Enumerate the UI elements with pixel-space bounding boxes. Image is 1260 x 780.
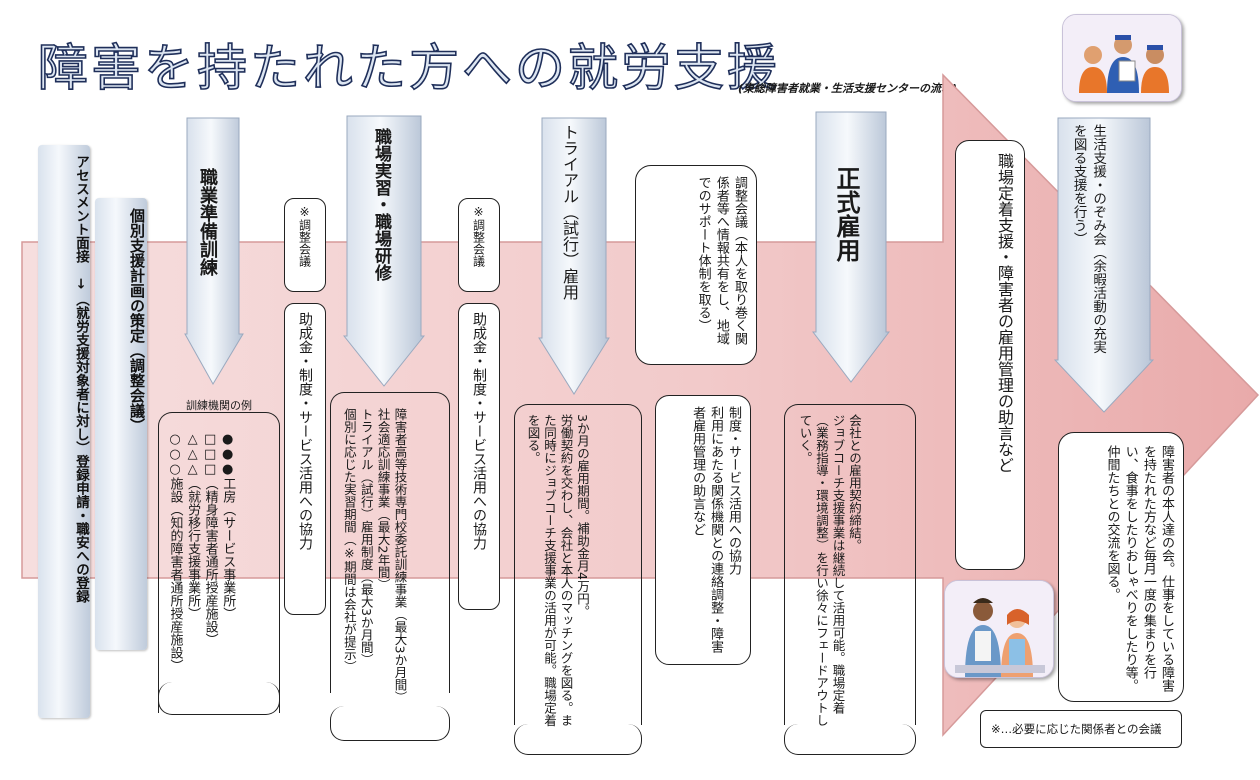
job-coach-illustration: [944, 580, 1054, 678]
internship-arrow: [343, 115, 425, 387]
internship-program-item: トライアル（試行）雇用制度（最大3か月間）: [358, 408, 374, 666]
training-example-item: ●●●工房（サービス事業所）: [220, 432, 236, 620]
nozomi-detail-text: 障害者の本人達の会。仕事をしている障害を持たれた方など毎月一度の集まりを行い、食…: [1104, 445, 1174, 692]
training-examples-bracket: [158, 412, 280, 713]
training-examples-list: ●●●工房（サービス事業所） □□□（精身障害者通所授産施設） △△△（就労移行…: [166, 432, 236, 702]
footnote-text: ※…必要に応じた関係者との会議: [991, 722, 1162, 736]
life-support-label: 生活支援・のぞみ会（余暇活動の充実を図る支援を行う）: [1070, 124, 1107, 354]
page-title: 障害を持たれた方への就労支援: [37, 38, 780, 98]
coordination-meeting-text: 調整会議（本人を取り巻く関係者等へ情報共有をし、地域でのサポート体制を取る）: [695, 176, 747, 345]
employment-label: 正式雇用: [832, 166, 860, 262]
assessment-step: アセスメント面接 ↓（就労支援対象者に対し）登録申請・職安への登録: [38, 145, 90, 718]
employment-arrow: [812, 111, 890, 383]
page-subtitle: (東総障害者就業・生活支援センターの流れ): [738, 82, 958, 95]
trial-detail-text: 3か月の雇用期間。補助金月4万円。 労働契約を交わし、会社と本人のマッチングを図…: [524, 414, 591, 734]
retention-text: 職場定着支援・障害者の雇用管理の助言など: [995, 153, 1014, 473]
internship-programs-bracket: [330, 392, 450, 693]
plan-step: 個別支援計画の策定（調整会議）: [95, 198, 147, 650]
coordination-detail-line: 制度・サービス活用への協力: [726, 406, 741, 575]
internship-meeting-note: ※調整会議: [458, 198, 500, 292]
grant-box-1-text: 助成金・制度・サービス活用への協力: [297, 312, 313, 550]
internship-programs-bracket-bottom: [330, 706, 450, 741]
life-support-arrow: [1054, 117, 1154, 413]
trial-detail-bracket-bottom: [514, 724, 642, 755]
training-label: 職業準備訓練: [197, 168, 218, 276]
nozomi-detail-box: 障害者の本人達の会。仕事をしている障害を持たれた方など毎月一度の集まりを行い、食…: [1058, 432, 1184, 702]
employment-detail-line: ジョブコーチ支援事業は継続して活用可能。職場定着（業務指導・環境調整）を行い徐々…: [797, 414, 846, 727]
footnote-box: ※…必要に応じた関係者との会議: [980, 710, 1182, 748]
training-arrow: [184, 117, 244, 385]
plan-label: 個別支援計画の策定（調整会議）: [128, 208, 146, 433]
training-examples-bracket-bottom: [158, 682, 280, 715]
internship-program-item: 社会適応訓練事業（最大2年間）: [375, 408, 391, 591]
training-examples-label: 訓練機関の例: [186, 399, 252, 412]
internship-program-item: 障害者高等技術専門校委託訓練事業（最大3か月間）: [392, 408, 408, 704]
retention-box: 職場定着支援・障害者の雇用管理の助言など: [955, 140, 1025, 570]
employment-detail-bracket: [784, 404, 916, 725]
coordination-detail-line: 利用にあたる関係機関との連絡調整・障害者雇用管理の助言など: [690, 406, 724, 653]
trial-arrow: [538, 117, 610, 395]
internship-program-item: 個別に応じた実習期間（※期間は会社が提示）: [341, 408, 357, 673]
employment-detail-bracket-bottom: [784, 724, 916, 755]
coordination-detail-text: 制度・サービス活用への協力 利用にあたる関係機関との連絡調整・障害者雇用管理の助…: [688, 406, 742, 656]
training-example-item: △△△（就労移行支援事業所）: [185, 432, 201, 620]
assessment-label: アセスメント面接 ↓（就労支援対象者に対し）登録申請・職安への登録: [73, 155, 89, 603]
trial-detail-bracket: [514, 404, 642, 725]
training-meeting-note: ※調整会議: [284, 198, 326, 292]
internship-meeting-note-text: ※調整会議: [471, 205, 486, 267]
trial-detail-line: 労働契約を交わし、会社と本人のマッチングを図る。また同時にジョブコーチ支援事業の…: [525, 414, 574, 727]
training-example-item: □□□（精身障害者通所授産施設）: [202, 432, 218, 646]
grant-box-2: 助成金・制度・サービス活用への協力: [458, 303, 500, 610]
employment-detail-text: 会社との雇用契約締結。 ジョブコーチ支援事業は継続して活用可能。職場定着（業務指…: [796, 414, 863, 734]
internship-label: 職場実習・職場研修: [371, 128, 391, 281]
trial-detail-line: 3か月の雇用期間。補助金月4万円。: [575, 414, 590, 618]
coordination-detail-box: 制度・サービス活用への協力 利用にあたる関係機関との連絡調整・障害者雇用管理の助…: [655, 395, 751, 665]
workers-meeting-illustration: [1062, 14, 1182, 102]
internship-programs-list: 障害者高等技術専門校委託訓練事業（最大3か月間） 社会適応訓練事業（最大2年間）…: [340, 408, 408, 728]
training-meeting-note-text: ※調整会議: [297, 205, 312, 267]
employment-detail-line: 会社との雇用契約締結。: [847, 414, 862, 552]
grant-box-1: 助成金・制度・サービス活用への協力: [284, 303, 326, 615]
training-example-item: ○○○施設（知的障害者通所授産施設）: [167, 432, 183, 672]
grant-box-2-text: 助成金・制度・サービス活用への協力: [471, 312, 487, 550]
trial-label: トライアル（試行）雇用: [560, 124, 579, 300]
coordination-meeting-box: 調整会議（本人を取り巻く関係者等へ情報共有をし、地域でのサポート体制を取る）: [635, 165, 757, 365]
